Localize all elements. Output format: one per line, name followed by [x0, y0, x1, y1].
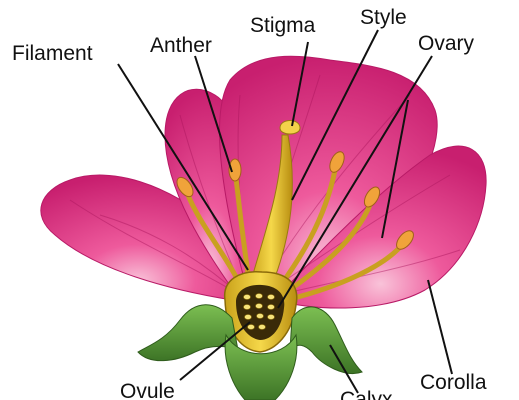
label-ovule: Ovule: [120, 380, 175, 400]
leader-corolla: [428, 280, 452, 374]
sepal-left: [138, 305, 238, 361]
label-style: Style: [360, 6, 407, 29]
label-anther: Anther: [150, 34, 212, 57]
label-ovary: Ovary: [418, 32, 475, 55]
stigma-tip: [280, 121, 300, 135]
sepal-right: [290, 307, 362, 374]
label-filament: Filament: [12, 42, 93, 65]
label-corolla: Corolla: [420, 371, 487, 394]
label-stigma: Stigma: [250, 14, 316, 37]
label-calyx: Calyx: [340, 388, 393, 400]
